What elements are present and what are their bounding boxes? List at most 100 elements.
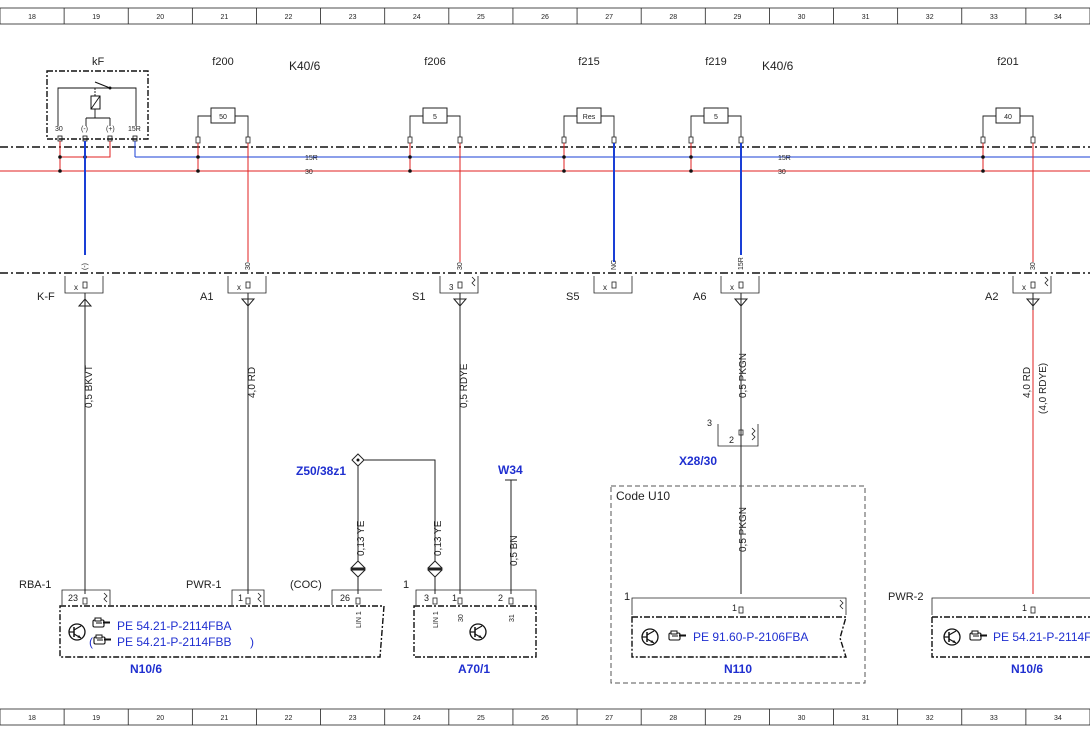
z50-ref[interactable]: Z50/38z1 <box>296 464 346 478</box>
ruler-label: 23 <box>349 715 357 722</box>
fuse-name: f206 <box>424 56 445 68</box>
ruler-top <box>0 7 1090 25</box>
connector-k-f: K-F (-) x <box>37 263 104 310</box>
connector-name: K-F <box>37 291 55 303</box>
relay-coil-icon <box>85 81 112 126</box>
fuse-block-label-left: K40/6 <box>289 59 321 73</box>
relay-pin-minus: (-) <box>81 126 88 133</box>
pe-link-2114fbb[interactable]: PE 54.21-P-2114FBB <box>117 635 232 649</box>
connector-pin-code: 30 <box>457 262 464 270</box>
ruler-label: 19 <box>92 14 100 21</box>
hand-pointer-icon <box>93 634 112 645</box>
wire-label-s1: 0,5 RDYE <box>459 363 470 408</box>
pin-n110-outer: 1 <box>624 591 630 603</box>
module-name-n10-left[interactable]: N10/6 <box>130 662 162 676</box>
fuse-rating: 50 <box>219 114 227 121</box>
module-n10-left: RBA-1 PWR-1 (COC) 23 1 26 LIN 1 PE 54.21… <box>19 579 385 676</box>
wire-label-a2-1: 4,0 RD <box>1022 367 1033 398</box>
pin-label-pwr1: PWR-1 <box>186 579 221 591</box>
module-name-a70[interactable]: A70/1 <box>458 662 490 676</box>
pin-label-coc: (COC) <box>290 579 322 591</box>
pin-a70-31: 31 <box>509 614 516 622</box>
ruler-label: 23 <box>349 14 357 21</box>
w34-ref[interactable]: W34 <box>498 463 523 477</box>
pe-link-2114fba-right[interactable]: PE 54.21-P-2114FBA <box>993 630 1090 644</box>
connector-name: S1 <box>412 291 425 303</box>
hand-pointer-icon <box>969 630 988 641</box>
fuse-icon <box>703 107 729 124</box>
fuse-name: f215 <box>578 56 599 68</box>
pin-23: 23 <box>68 593 78 603</box>
ruler-label: 18 <box>28 14 36 21</box>
module-name-n10-right[interactable]: N10/6 <box>1011 662 1043 676</box>
pin-lin1-n10: LIN 1 <box>356 611 363 628</box>
transistor-icon <box>469 623 487 641</box>
ruler-label: 32 <box>926 715 934 722</box>
pe-link-2106fba[interactable]: PE 91.60-P-2106FBA <box>693 630 808 644</box>
connector-pin-code: 15R <box>738 257 745 270</box>
connector-x28: 3 2 X28/30 <box>679 418 759 468</box>
pin-label-pwr2: PWR-2 <box>888 591 923 603</box>
ruler-label: 32 <box>926 14 934 21</box>
ruler-label: 24 <box>413 715 421 722</box>
bus-30-label-right: 30 <box>778 169 786 176</box>
pin-n110-1: 1 <box>732 603 737 613</box>
transistor-icon <box>641 628 659 646</box>
connector-name: S5 <box>566 291 579 303</box>
pin-1-pwr: 1 <box>238 593 243 603</box>
wire-label-a2-2: (4,0 RDYE) <box>1038 363 1049 414</box>
wire-label-z50-right: 0,13 YE <box>433 520 444 556</box>
ruler-label: 29 <box>733 715 741 722</box>
paren-open: ( <box>89 635 93 649</box>
fuse-icon <box>422 107 448 124</box>
ruler-label: 20 <box>156 715 164 722</box>
module-name-n110[interactable]: N110 <box>724 662 752 676</box>
connector-pin-code: 30 <box>1030 262 1037 270</box>
relay-pin-15r: 15R <box>128 126 141 133</box>
ruler-label: 26 <box>541 14 549 21</box>
pin-a70-lin: LIN 1 <box>433 611 440 628</box>
ruler-label: 33 <box>990 14 998 21</box>
fuse-name: f219 <box>705 56 726 68</box>
x28-ref[interactable]: X28/30 <box>679 454 717 468</box>
pin-a70-3: 3 <box>424 593 429 603</box>
wire-label-a6-lower: 0,5 PKGN <box>738 507 749 552</box>
fuse-f206: f206 5 <box>407 56 463 173</box>
ruler-label: 27 <box>605 14 613 21</box>
fuse-block-label-right: K40/6 <box>762 59 794 73</box>
splice-z50: Z50/38z1 0,13 YE 0,13 YE <box>296 453 444 594</box>
relay-pin-plus: (+) <box>106 126 115 133</box>
connector-pin-code: NC <box>611 260 618 270</box>
fuse-rating: 5 <box>433 114 437 121</box>
code-u10-label: Code U10 <box>616 489 670 503</box>
ruler-label: 31 <box>862 14 870 21</box>
module-a70: 1 3 1 2 LIN 1 30 31 A70/1 <box>403 579 537 676</box>
pin-a70-2: 2 <box>498 593 503 603</box>
ruler-labels: 1818191920202121222223232424252526262727… <box>28 8 1062 725</box>
connector-pin-code: (-) <box>82 263 89 270</box>
bus-15r-label-right: 15R <box>778 155 791 162</box>
wire-label-w34: 0,5 BN <box>509 535 520 566</box>
relay-label: kF <box>92 56 105 68</box>
ruler-label: 27 <box>605 715 613 722</box>
connector-cell: x <box>74 283 78 292</box>
ruler-label: 21 <box>221 14 229 21</box>
bus-15r-label: 15R <box>305 155 318 162</box>
paren-close: ) <box>250 635 254 649</box>
fuse-rating: Res <box>583 114 596 121</box>
connector-cell: x <box>730 283 734 292</box>
relay-pin-30: 30 <box>55 126 63 133</box>
ruler-bottom <box>0 708 1090 726</box>
ruler-label: 21 <box>221 715 229 722</box>
fuse-rating: 5 <box>714 114 718 121</box>
pe-link-2114fba[interactable]: PE 54.21-P-2114FBA <box>117 619 232 633</box>
ruler-label: 18 <box>28 715 36 722</box>
wire-label-kf: 0,5 BKVT <box>84 365 95 408</box>
fuse-icon <box>995 107 1021 124</box>
